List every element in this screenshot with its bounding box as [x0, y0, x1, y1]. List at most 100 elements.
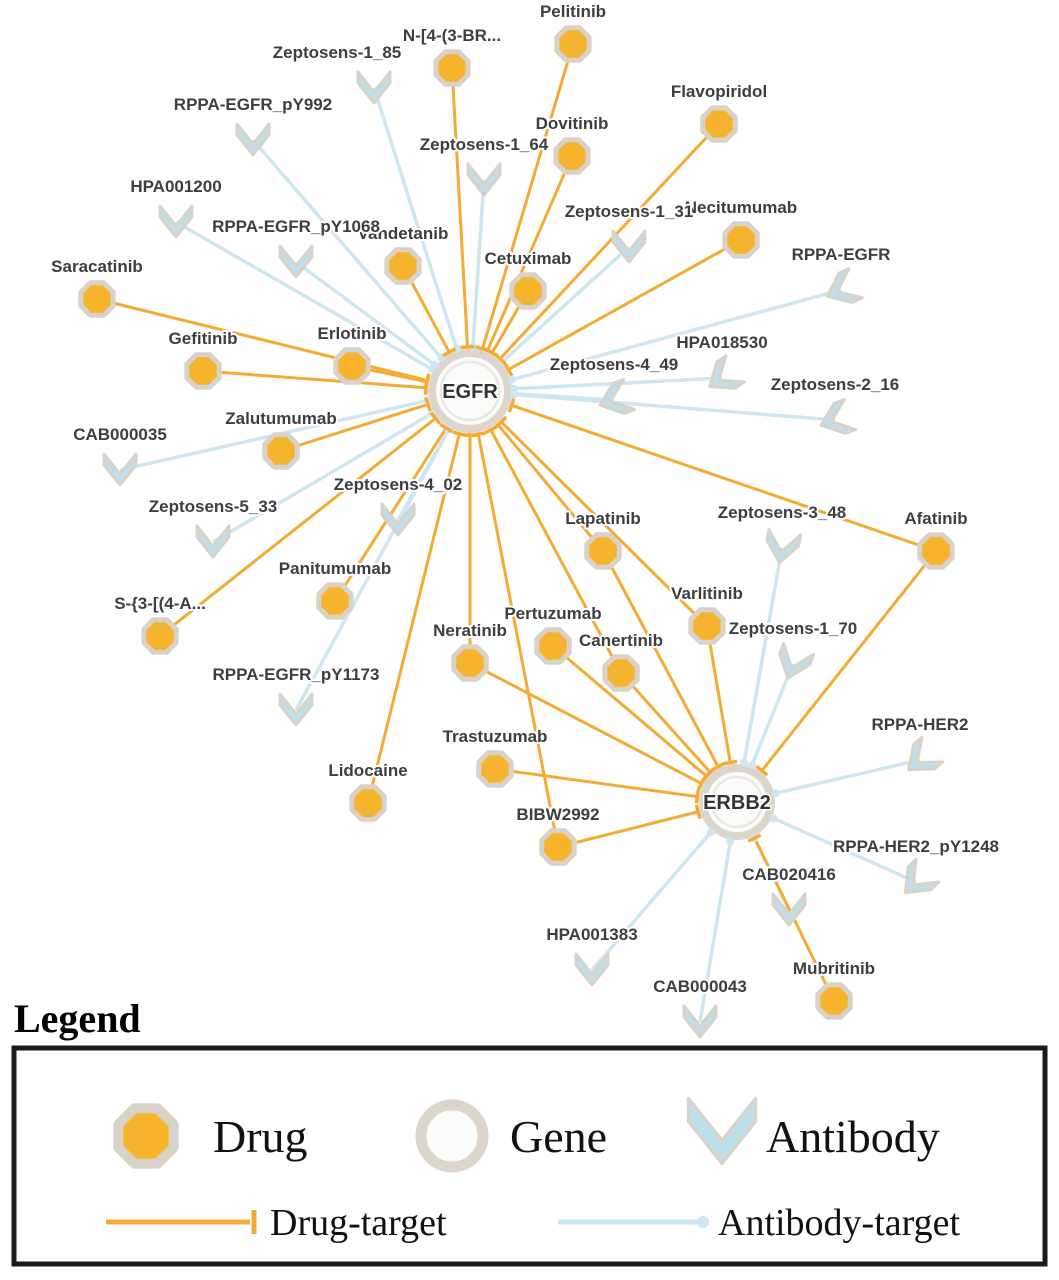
edge-drug-target-trastuzumab [494, 767, 698, 799]
drug-node-bibw2992 [539, 828, 577, 866]
drug-node-erlotinib [333, 347, 371, 385]
antibody-node-zeptosens-4-02 [380, 502, 416, 537]
gene-label-egfr: EGFR [442, 381, 498, 403]
edge-antibody-target-zeptosens-1-64 [471, 179, 486, 348]
edge-antibody-target-rppa-egfr-py992 [251, 138, 443, 359]
node-label-pertuzumab: Pertuzumab [504, 604, 601, 623]
antibody-node-zeptosens-1-85 [356, 70, 392, 105]
node-label-flavopiridol: Flavopiridol [671, 82, 767, 101]
drug-node-mubritinib [815, 982, 853, 1020]
node-label-zeptosens-4-02: Zeptosens-4_02 [334, 475, 463, 494]
drug-node-neratinib [451, 644, 489, 682]
edge-drug-target-varlitinib [705, 625, 732, 763]
antibody-node-cab000043 [682, 1004, 718, 1039]
edge-drug-target-pelitinib [481, 43, 575, 350]
drug-target-tee [495, 415, 508, 429]
node-label-hpa001383: HPA001383 [546, 925, 637, 944]
antibody-node-hpa001200 [158, 204, 194, 239]
node-label-varlitinib: Varlitinib [671, 584, 743, 603]
drug-target-tee [471, 431, 486, 438]
node-label-zeptosens-1-85: Zeptosens-1_85 [273, 43, 402, 62]
gene-node-inner-ring [439, 360, 501, 422]
drug-node-necitumumab [722, 221, 760, 259]
node-label-canertinib: Canertinib [579, 631, 663, 650]
node-label-rppa-egfr-py1173: RPPA-EGFR_pY1173 [213, 665, 380, 684]
legend-drug-label: Drug [213, 1111, 308, 1162]
edge-drug-target-varlitinib [500, 420, 709, 628]
drug-node-afatinib [917, 532, 955, 570]
node-label-erlotinib: Erlotinib [318, 324, 387, 343]
antibody-node-zeptosens-5-33 [195, 524, 231, 559]
edge-drug-target-lidocaine [366, 433, 461, 804]
gene-node-inner-ring [710, 775, 764, 829]
edge-antibody-target-rppa-egfr-py1068 [294, 260, 436, 367]
edge-drug-target-s-3-4-a [159, 417, 437, 638]
node-label-zeptosens-2-16: Zeptosens-2_16 [771, 375, 900, 394]
nodes-layer [78, 25, 955, 1039]
antibody-target-dot [726, 837, 735, 846]
edge-antibody-target-hpa001200 [175, 220, 433, 371]
drug-target-tee [485, 347, 500, 358]
antibody-node-hpa001383 [574, 952, 610, 987]
antibody-node-rppa-egfr-py992 [235, 122, 271, 157]
edge-antibody-target-zeptosens-1-31 [501, 245, 631, 363]
edge-drug-target-bibw2992 [557, 810, 699, 849]
antibody-target-dot [739, 758, 748, 767]
node-label-mubritinib: Mubritinib [793, 959, 875, 978]
edge-antibody-target-rppa-egfr-py1173 [294, 428, 451, 711]
drug-node-pertuzumab [534, 627, 572, 665]
edge-drug-target-gefitinib [202, 369, 427, 390]
node-label-neratinib: Neratinib [433, 621, 507, 640]
legend-title: Legend [14, 996, 141, 1041]
drug-node-s-3-4-a [141, 617, 179, 655]
antibody-target-dot [748, 760, 757, 769]
antibody-node-rppa-her2 [907, 735, 945, 772]
node-label-lidocaine: Lidocaine [328, 761, 407, 780]
antibody-target-dot [430, 360, 439, 369]
node-label-n-4-3-br: N-[4-(3-BR... [403, 26, 501, 45]
legend-antibody-icon [686, 1096, 758, 1166]
legend-drug-icon [113, 1103, 179, 1169]
drug-target-tee [483, 424, 498, 435]
antibody-node-cab020416 [771, 892, 807, 927]
edge-drug-target-afatinib [760, 550, 938, 772]
node-label-zalutumumab: Zalutumumab [225, 409, 336, 428]
legend-antibody-target-label: Antibody-target [718, 1202, 960, 1244]
drug-node-n-4-3-br [433, 49, 471, 87]
antibody-node-zeptosens-4-49 [598, 377, 637, 415]
node-label-cab020416: CAB020416 [742, 865, 836, 884]
antibody-node-cab000035 [102, 452, 138, 487]
edge-antibody-target-zeptosens-1-70 [750, 663, 795, 766]
labels-layer: EGFRERBB2PelitinibN-[4-(3-BR...Dovitinib… [49, 0, 1001, 998]
drug-node-cetuximab [509, 272, 547, 310]
edge-drug-target-zalutumumab [280, 402, 429, 453]
drug-target-tee [747, 833, 762, 843]
drug-target-tee [429, 411, 442, 425]
node-label-hpa001200: HPA001200 [130, 177, 221, 196]
node-label-zeptosens-1-31: Zeptosens-1_31 [565, 202, 694, 221]
antibody-target-dot [508, 375, 517, 384]
node-label-saracatinib: Saracatinib [51, 257, 143, 276]
drug-target-tee [424, 397, 432, 412]
edge-drug-target-lapatinib [601, 550, 720, 768]
node-label-rppa-egfr-py992: RPPA-EGFR_pY992 [174, 95, 332, 114]
gene-node-egfr [428, 349, 512, 433]
node-label-rppa-egfr: RPPA-EGFR [792, 245, 891, 264]
edge-antibody-target-zeptosens-3-48 [742, 547, 784, 763]
drug-node-panitumumab [316, 582, 354, 620]
edge-drug-target-n-4-3-br [450, 67, 470, 348]
edges-layer [96, 43, 938, 1023]
node-label-bibw2992: BIBW2992 [516, 805, 599, 824]
drug-target-tee [694, 804, 702, 819]
antibody-target-dot [771, 789, 780, 798]
antibody-target-dot [769, 814, 778, 823]
drug-node-gefitinib [184, 352, 222, 390]
legend-box [11, 1045, 1048, 1267]
node-label-necitumumab: Necitumumab [685, 198, 797, 217]
drug-node-zalutumumab [262, 432, 300, 470]
edge-drug-target-afatinib [511, 403, 937, 553]
drug-target-tee [442, 347, 457, 358]
edge-antibody-target-rppa-her2 [775, 758, 921, 795]
